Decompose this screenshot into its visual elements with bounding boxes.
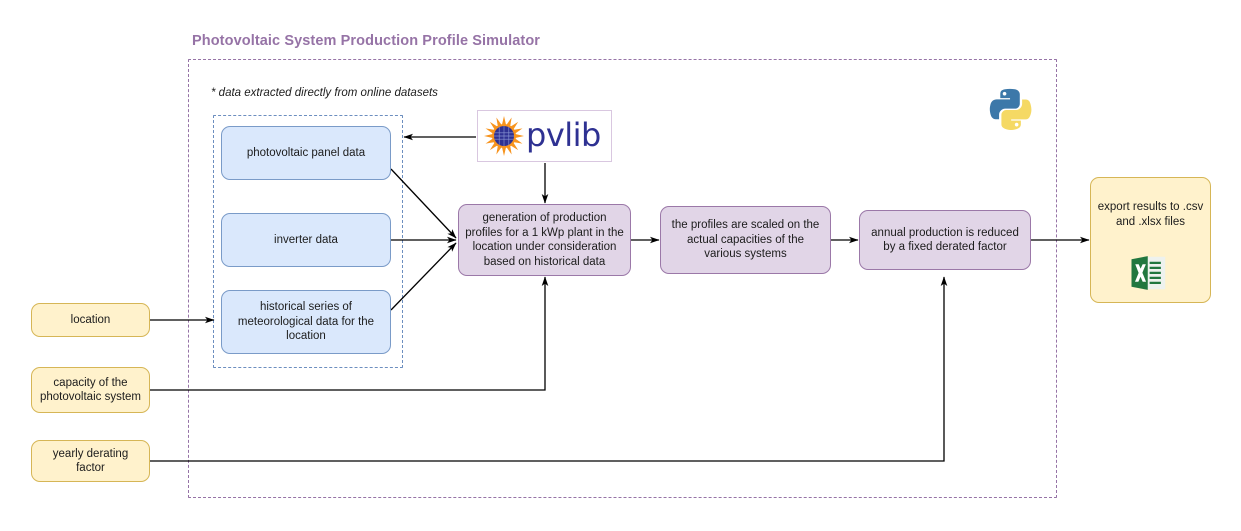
node-label: export results to .csv and .xlsx files xyxy=(1097,201,1204,228)
node-input-location[interactable]: location xyxy=(31,303,150,337)
node-derating-process[interactable]: annual production is reduced by a fixed … xyxy=(859,210,1031,270)
node-inverter-data[interactable]: inverter data xyxy=(221,213,391,267)
node-label: yearly derating factor xyxy=(52,447,129,475)
node-label: the profiles are scaled on the actual ca… xyxy=(671,219,820,261)
node-scaling-process[interactable]: the profiles are scaled on the actual ca… xyxy=(660,206,831,274)
excel-file-icon xyxy=(1131,256,1166,290)
page-title: Photovoltaic System Production Profile S… xyxy=(192,33,541,49)
node-label: annual production is reduced by a fixed … xyxy=(871,226,1019,254)
node-photovoltaic-panel-data[interactable]: photovoltaic panel data xyxy=(221,126,391,180)
node-label: inverter data xyxy=(274,233,338,246)
node-label: capacity of the photovoltaic system xyxy=(40,376,141,404)
node-input-capacity[interactable]: capacity of the photovoltaic system xyxy=(31,367,150,413)
pvlib-wordmark: pvlib xyxy=(526,116,601,154)
pvlib-logo-card: pvlib xyxy=(477,110,612,162)
pvlib-sun-icon xyxy=(484,116,524,156)
data-sources-footnote: * data extracted directly from online da… xyxy=(211,87,438,99)
node-label: location xyxy=(70,313,111,326)
node-label: historical series of meteorological data… xyxy=(237,301,375,343)
node-input-derating-factor[interactable]: yearly derating factor xyxy=(31,440,150,482)
node-meteorological-data[interactable]: historical series of meteorological data… xyxy=(221,290,391,354)
node-label: generation of production profiles for a … xyxy=(465,212,624,268)
node-generation-process[interactable]: generation of production profiles for a … xyxy=(458,204,631,276)
python-logo-icon xyxy=(989,88,1032,130)
node-label: photovoltaic panel data xyxy=(246,146,366,159)
